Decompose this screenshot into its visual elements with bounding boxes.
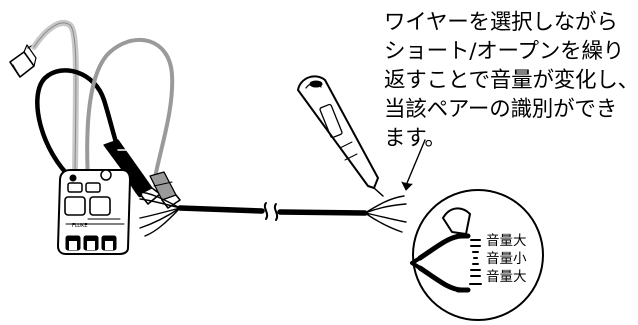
caption-line: 当該ペアーの識別ができ [384,97,618,122]
cable-break-mark [263,202,279,221]
left-wire-fan [137,191,181,237]
volume-label-low: 音量小 [486,251,527,267]
caption-line: 返すことで音量が変化し、 [384,68,638,93]
cable-right [277,209,368,216]
arrow [406,139,426,184]
caption-line: ショート/オープンを繰り [384,39,625,64]
cable-left [177,205,265,214]
volume-label-high: 音量大 [486,269,527,285]
gray-cord [85,37,175,182]
tone-generator-icon [57,169,131,255]
caption-line: ワイヤーを選択しながら [384,10,618,35]
caption-line: ます。 [384,126,446,151]
caption: ワイヤーを選択しながら ショート/オープンを繰り 返すことで音量が変化し、 当該… [384,8,638,153]
probe-icon [297,75,384,197]
magnified-view [410,189,544,321]
volume-labels: 音量大 音量小 音量大 [486,232,527,286]
light-cord [31,20,79,178]
volume-label-high: 音量大 [486,233,527,249]
brand-label: FLUKE [72,223,88,229]
right-wire-fan [364,195,407,233]
